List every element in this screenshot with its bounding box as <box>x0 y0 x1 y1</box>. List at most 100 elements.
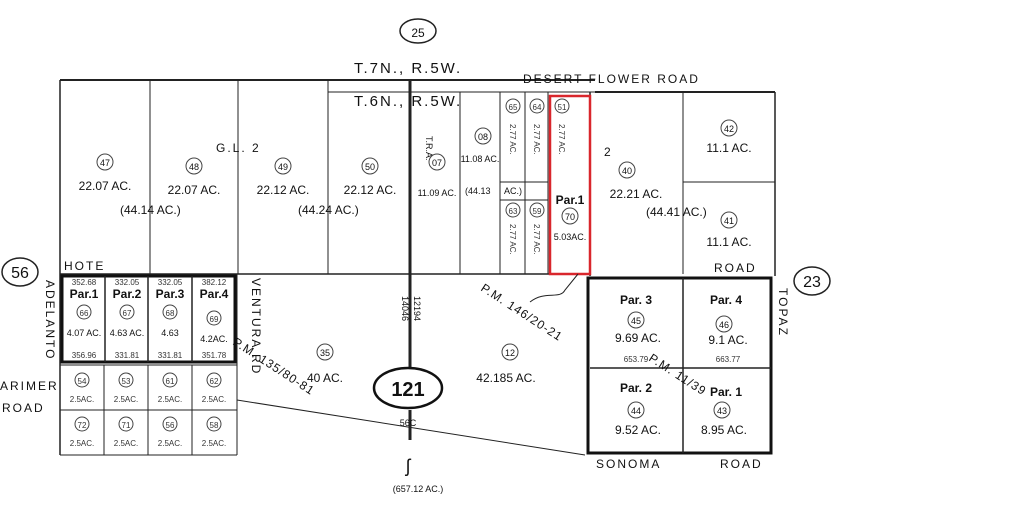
small-lot-71[interactable]: 71 2.5AC. <box>114 416 138 448</box>
left-par-1[interactable]: Par.1 66 4.07 AC. <box>67 287 102 338</box>
small_lots_row1-0-num-text: 54 <box>78 377 87 386</box>
top-badge-text: 25 <box>411 26 425 40</box>
small_lots_row2-0-num-text: 72 <box>78 421 87 430</box>
mid-parcel-35[interactable]: 35 40 AC. <box>307 343 343 385</box>
left_pars-0-par-text: Par.1 <box>70 287 99 301</box>
left_pars-3-par-text: Par.4 <box>200 287 229 301</box>
top_parcels-4-acres-text: 11.09 AC. <box>418 188 457 198</box>
road-road-right: ROAD <box>714 261 757 275</box>
small_lots_row2-0-acres-text: 2.5AC. <box>70 439 94 448</box>
small_lots_row1-3-acres-text: 2.5AC. <box>202 395 226 404</box>
top-parcel-08[interactable]: 08 11.08 AC. <box>461 127 500 164</box>
left_pars-3-num-text: 69 <box>210 315 219 324</box>
left_dims_top-1-text: 332.05 <box>115 278 140 287</box>
small_lots_row1-2-num-text: 61 <box>166 377 175 386</box>
small_lots_row2-3-acres-text: 2.5AC. <box>202 439 226 448</box>
right-par-4[interactable]: Par. 4 46 9.1 AC. <box>708 293 747 347</box>
top_parcels-2-num-text: 49 <box>278 162 288 172</box>
top_parcels-0-num-text: 47 <box>100 158 110 168</box>
red_parcel-acres-text: 5.03AC. <box>554 232 587 242</box>
top-parcel-41[interactable]: 41 11.1 AC. <box>706 211 752 249</box>
top_parcels-2-acres-text: 22.12 AC. <box>257 183 310 197</box>
left_pars-0-acres-text: 4.07 AC. <box>67 328 102 338</box>
top_parcels-7-acres-text: 11.1 AC. <box>706 141 751 155</box>
strip-parcel-51[interactable]: 51 2.77 AC. <box>554 98 570 155</box>
small-lot-53[interactable]: 53 2.5AC. <box>114 372 138 404</box>
left_dims_top-2-text: 332.05 <box>158 278 183 287</box>
small-lot-54[interactable]: 54 2.5AC. <box>70 372 94 404</box>
pm-left: P.M. 135/80-81 <box>230 335 317 398</box>
top-parcel-47[interactable]: 47 22.07 AC. <box>79 153 132 193</box>
red_parcel-num-text: 70 <box>565 212 575 222</box>
right-par-1[interactable]: Par. 1 43 8.95 AC. <box>701 385 747 437</box>
left-par-4[interactable]: Par.4 69 4.2AC. <box>200 287 229 344</box>
strips-3-num-text: 63 <box>509 207 518 216</box>
strips-4-num-text: 59 <box>533 207 542 216</box>
small-lot-61[interactable]: 61 2.5AC. <box>158 372 182 404</box>
road-sonoma-road: ROAD <box>720 457 763 471</box>
strip-parcel-59[interactable]: 59 2.77 AC. <box>529 202 545 255</box>
top-parcel-49[interactable]: 49 22.12 AC. <box>257 157 310 197</box>
top-parcel-07[interactable]: 07 11.09 AC. <box>418 153 457 198</box>
strips-0-acres-text: 2.77 AC. <box>508 124 517 155</box>
top-parcel-40[interactable]: 40 22.21 AC. <box>610 161 663 201</box>
small_lots_row1-0-acres-text: 2.5AC. <box>70 395 94 404</box>
small-lot-72[interactable]: 72 2.5AC. <box>70 416 94 448</box>
left-badge-text: 56 <box>11 265 29 282</box>
mid_parcels-0-acres-text: 40 AC. <box>307 371 343 385</box>
right_pars-3-num-text: 43 <box>717 406 727 416</box>
road-hote: HOTE <box>64 259 105 273</box>
left_pars-2-par-text: Par.3 <box>156 287 185 301</box>
top_parcels-1-num-text: 48 <box>189 162 199 172</box>
highlighted-parcel-outline[interactable] <box>548 94 592 276</box>
left_dims_bot-3-text: 351.78 <box>202 351 227 360</box>
strip-parcel-64[interactable]: 64 2.77 AC. <box>529 98 545 155</box>
right-par-3[interactable]: Par. 3 45 9.69 AC. <box>615 293 661 345</box>
left_pars-1-acres-text: 4.63 AC. <box>110 328 145 338</box>
small-lot-56[interactable]: 56 2.5AC. <box>158 416 182 448</box>
small_lots_row1-1-acres-text: 2.5AC. <box>114 395 138 404</box>
map-book-page-badge-right: 23 <box>793 266 831 296</box>
pointer-arrow <box>529 273 579 303</box>
red_parcel-par-text: Par.1 <box>556 193 585 207</box>
left_dims_top-0-text: 352.68 <box>72 278 97 287</box>
top-parcel-42[interactable]: 42 11.1 AC. <box>706 119 752 155</box>
top-parcel-50[interactable]: 50 22.12 AC. <box>344 157 397 197</box>
small_lots_row2-1-num-text: 71 <box>122 421 131 430</box>
right-parcel-map-box <box>586 276 773 455</box>
left-par-2[interactable]: Par.2 67 4.63 AC. <box>110 287 145 338</box>
right-par-2[interactable]: Par. 2 44 9.52 AC. <box>615 381 661 437</box>
mid_parcels-1-acres-text: 42.185 AC. <box>476 371 535 385</box>
top_parcels-5-num-text: 08 <box>478 132 488 142</box>
top_parcels-3-num-text: 50 <box>365 162 375 172</box>
road-larimer: ARIMER <box>0 379 59 393</box>
right_pars-1-par-text: Par. 4 <box>710 293 742 307</box>
right_pars-1-acres-text: 9.1 AC. <box>708 333 747 347</box>
map-book-page-badge-left: 56 <box>1 257 39 287</box>
total-acres-4: (44.41 AC.) <box>646 205 707 219</box>
tra-label: T.R.A. <box>424 136 434 161</box>
top_parcels-6-acres-text: 22.21 AC. <box>610 187 663 201</box>
strips-4-acres-text: 2.77 AC. <box>532 224 541 255</box>
center-sub-text: 56C <box>400 418 417 428</box>
top-parcel-48[interactable]: 48 22.07 AC. <box>168 157 221 197</box>
left_dims_bot-2-text: 331.81 <box>158 351 183 360</box>
mid-parcel-12[interactable]: 12 42.185 AC. <box>476 343 536 385</box>
left_pars-1-num-text: 67 <box>123 309 132 318</box>
tra-code-2: 14046 <box>400 296 410 321</box>
highlighted-parcel-70[interactable]: Par.1 70 5.03AC. <box>554 193 587 242</box>
map-book-page-badge-top: 25 <box>399 18 437 44</box>
small-lot-58[interactable]: 58 2.5AC. <box>202 416 226 448</box>
total-acres-3: (44.13 <box>465 186 491 196</box>
small-lot-62[interactable]: 62 2.5AC. <box>202 372 226 404</box>
total-acres-3b: AC.) <box>504 186 522 196</box>
left_dims_top-3-text: 382.12 <box>202 278 227 287</box>
strip-parcel-65[interactable]: 65 2.77 AC. <box>505 98 521 155</box>
right_pars-3-acres-text: 8.95 AC. <box>701 423 747 437</box>
left_pars-0-num-text: 66 <box>80 309 89 318</box>
strip-parcel-63[interactable]: 63 2.77 AC. <box>505 202 521 255</box>
left-par-3[interactable]: Par.3 68 4.63 <box>156 287 185 338</box>
right_pars-0-par-text: Par. 3 <box>620 293 652 307</box>
gl-right: 2 <box>604 145 611 159</box>
left_pars-3-acres-text: 4.2AC. <box>200 334 228 344</box>
